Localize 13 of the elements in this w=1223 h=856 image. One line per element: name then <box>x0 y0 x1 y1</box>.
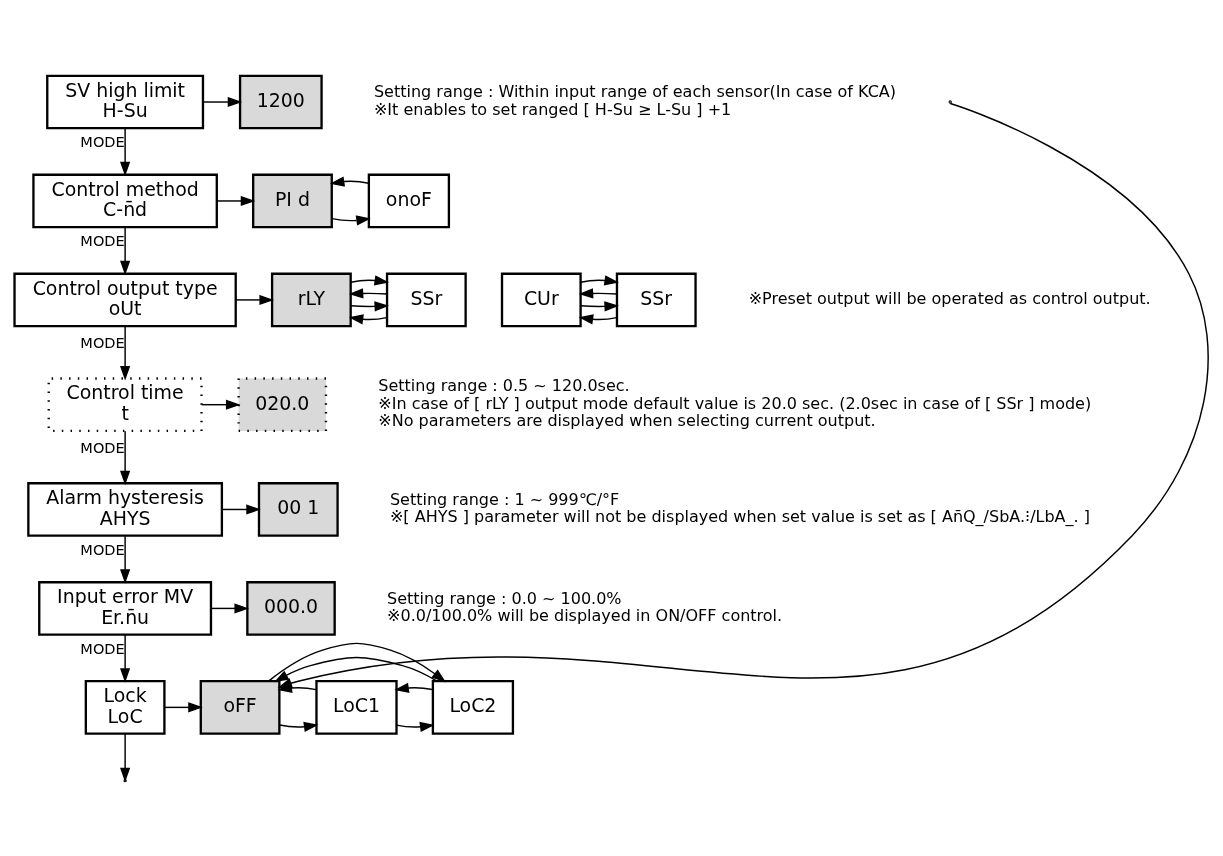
edge-label: MODE <box>80 231 125 249</box>
node-label: ※In case of [ rLY ] output mode default value is 20.0 sec. (2.0sec in case of [ SSr ] mode) <box>378 393 1092 413</box>
node-label: Setting range : Within input range of each sensor(In case of KCA) <box>373 81 897 101</box>
node-label: ※It enables to set ranged [ H-Su ≥ L-Su ] +1 <box>373 99 732 119</box>
node-label: Setting range : 0.5 ~ 120.0sec. <box>378 375 630 395</box>
edge-label: MODE <box>80 639 125 657</box>
edge-label: MODE <box>80 132 125 150</box>
node-label: Setting range : 0.0 ~ 100.0% <box>387 588 622 608</box>
edge-label: MODE <box>80 438 125 456</box>
node-label: ※Preset output will be operated as control output. <box>748 288 1151 308</box>
edge-label: MODE <box>80 333 125 351</box>
edge-label: MODE <box>80 540 125 558</box>
node-label: Setting range : 1 ~ 999℃/°F <box>389 489 620 509</box>
